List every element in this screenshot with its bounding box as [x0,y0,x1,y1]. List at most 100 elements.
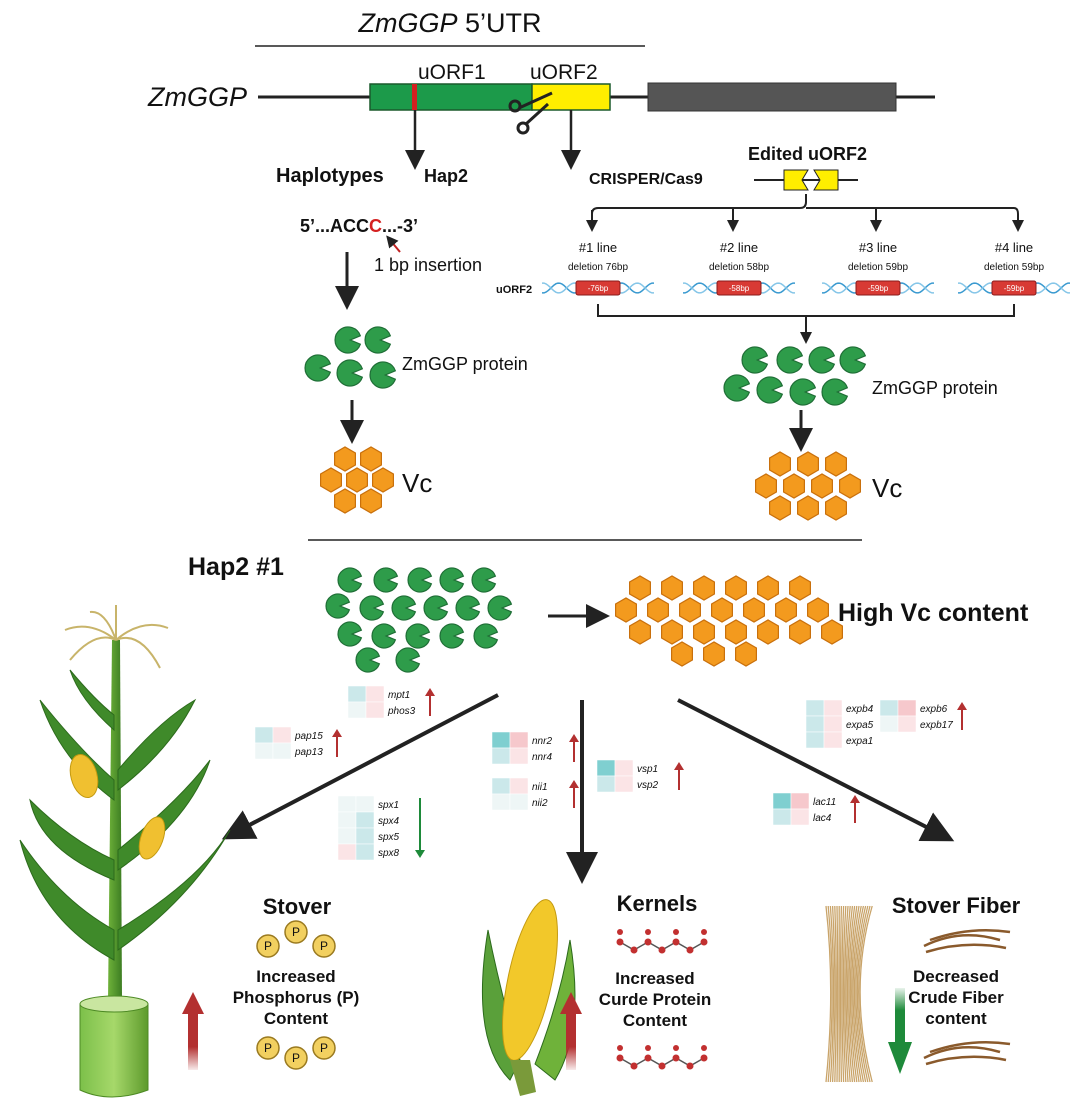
protein-icon [789,378,817,406]
haplotypes-label: Haplotypes [276,165,384,187]
kernels-up-arrow-shaft [566,1012,576,1070]
phosphorus-symbol: P [292,1051,300,1065]
protein-icon [373,567,399,593]
insertion-pointer [386,235,401,253]
phosphorus-icon [284,920,308,944]
stover-line3: Content [264,1009,329,1028]
branch-fiber [677,698,955,842]
kernels-title: Kernels [617,891,698,916]
protein-icon [371,623,397,649]
vc-hexagon-icon [724,575,748,601]
protein-label-left: ZmGGP protein [402,354,528,374]
protein-cluster-right [723,346,867,406]
protein-icon [369,361,397,389]
vc-hexagon-icon [360,446,382,472]
protein-icon [423,595,449,621]
phosphorus-icon [284,1046,308,1070]
phosphorus-symbol: P [320,939,328,953]
vc-hexagon-icon [810,473,834,499]
up-arrow-icon [569,780,579,788]
phosphorus-icons-bottom: PPP [256,1036,336,1070]
vc-cluster-left [320,446,394,514]
protein-icon [839,346,867,374]
protein-icon [723,374,751,402]
protein-molecule-icon-bottom [616,1045,708,1070]
kernels-up-arrow-head [560,992,582,1014]
vc-hexagon-icon [670,641,694,667]
edited-label: Edited uORF2 [748,144,867,164]
gene-label: expb4 [846,704,874,715]
stover-up-arrow-head [182,992,204,1014]
gene-label: nnr4 [532,752,552,763]
line-name: #4 line [995,240,1033,255]
fiber-icon-bottom [923,1040,1011,1066]
deletion-box [855,280,901,296]
line-deletion: deletion 59bp [984,262,1044,273]
protein-icon [821,378,849,406]
protein-icon [359,595,385,621]
vc-hexagon-icon [334,446,356,472]
vc-cluster-combined [614,575,844,667]
phosphorus-icon [256,1036,280,1060]
vc-hexagon-icon [710,597,734,623]
stover-up-arrow-shaft [188,1012,198,1070]
vc-hexagon-icon [774,597,798,623]
coding-exon [647,82,897,112]
vc-hexagon-icon [806,597,830,623]
hap2-label: Hap2 [424,166,468,186]
deletion-box [575,280,621,296]
vc-hexagon-icon [628,619,652,645]
deletion-tag: -59bp [1004,284,1025,293]
stover-line2: Phosphorus (P) [233,988,360,1007]
gene-label: mpt1 [388,690,410,701]
crispr-label: CRISPER/Cas9 [589,171,703,188]
maize-plant-icon [19,605,231,1098]
vc-hexagon-icon [838,473,862,499]
vc-hexagon-icon [628,575,652,601]
heatmap: mpt1 phos3 [347,685,435,719]
protein-icon [808,346,836,374]
gene-label: phos3 [387,706,416,717]
vc-hexagon-icon [646,597,670,623]
gene-label: spx8 [378,848,400,859]
vc-hexagon-icon [360,488,382,514]
phosphorus-symbol: P [292,925,300,939]
up-arrow-icon [332,729,342,737]
gene-label: expb17 [920,720,953,731]
protein-icon [776,346,804,374]
fiber-bundle-icon [825,905,873,1083]
gene-label: nii1 [532,782,548,793]
up-arrow-icon [425,688,435,696]
line-name: #2 line [720,240,758,255]
vc-hexagon-icon [820,619,844,645]
protein-icon [407,567,433,593]
vc-hexagon-icon [768,495,792,521]
phosphorus-icon [256,934,280,958]
uorf2-row-label: uORF2 [496,284,532,296]
vc-hexagon-icon [614,597,638,623]
protein-icon [405,623,431,649]
phosphorus-icons-top: P P P [256,920,336,958]
up-arrow-icon [957,702,967,710]
uorf1-label: uORF1 [418,61,486,84]
fiber-icon-top [923,928,1011,954]
vc-hexagon-icon [334,488,356,514]
protein-icon [741,346,769,374]
phosphorus-symbol: P [264,939,272,953]
up-arrow-icon [569,734,579,742]
gene-label: nnr2 [532,736,552,747]
haplotype-sequence: 5’...ACCC...-3’ [300,216,418,236]
vc-hexagon-icon [678,597,702,623]
vc-hexagon-icon [788,619,812,645]
vc-hexagon-icon [756,619,780,645]
line-deletion: deletion 58bp [709,262,769,273]
edited-bracket [591,194,1019,222]
vc-hexagon-icon [754,473,778,499]
gene-label: nii2 [532,798,548,809]
vc-hexagon-icon [824,495,848,521]
fiber-title: Stover Fiber [892,893,1021,918]
gene-label: lac11 [813,797,836,808]
gene-name: ZmGGP [147,82,247,112]
